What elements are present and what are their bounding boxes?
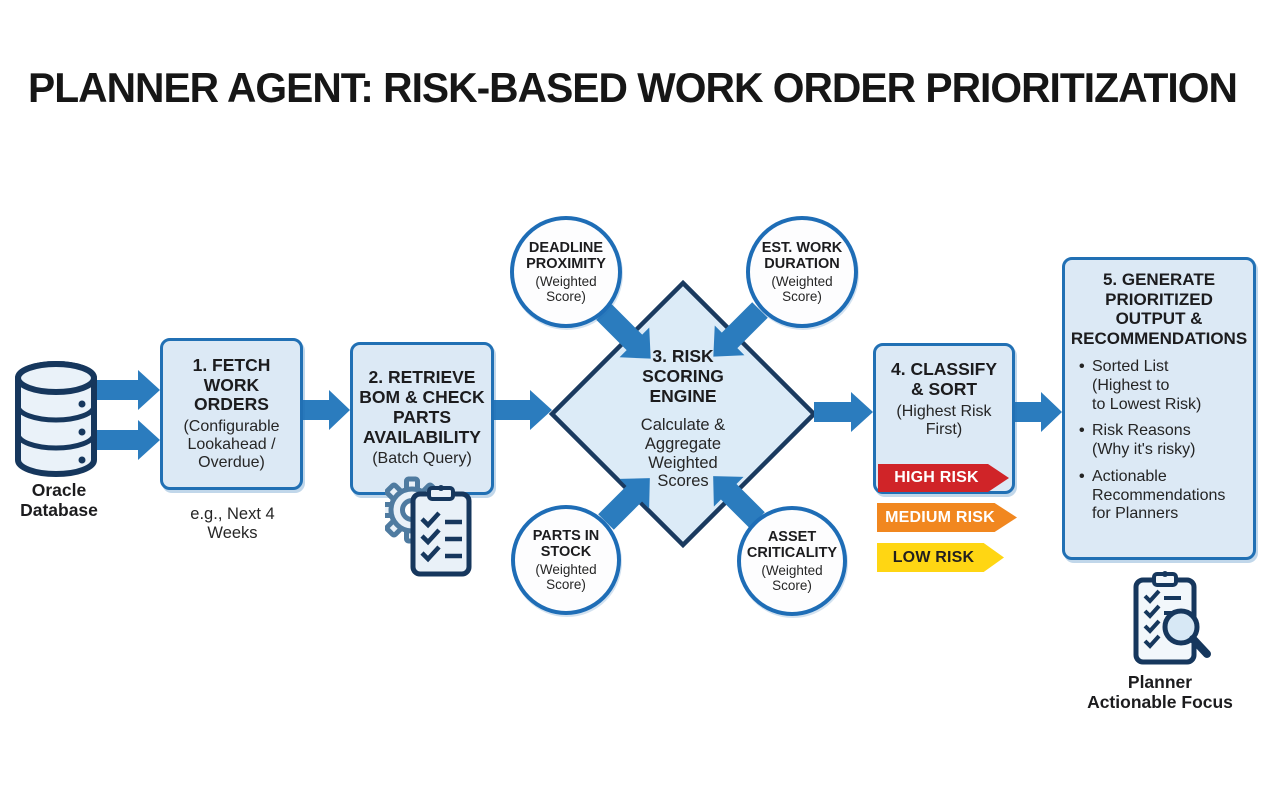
step1-box: 1. FETCH WORK ORDERS (Configurable Looka… [160,338,303,490]
clipboard-magnifier-icon [1120,566,1220,676]
factor-deadline-proximity: DEADLINE PROXIMITY (Weighted Score) [510,216,622,328]
factor-est-work-duration: EST. WORK DURATION (Weighted Score) [746,216,858,328]
step5-box: 5. GENERATE PRIORITIZED OUTPUT & RECOMME… [1062,257,1256,560]
database-label: Oracle Database [20,480,98,521]
low-risk-label: LOW RISK [892,548,975,566]
low-risk-ribbon: LOW RISK [877,543,1004,572]
arrow-step4-to-step5 [1015,392,1062,432]
step5-bullet-list: Sorted List (Highest to to Lowest Risk) … [1073,358,1245,532]
arrow-parts-to-engine [598,478,650,530]
factor-parts-title: PARTS IN STOCK [532,528,600,561]
factor-asset-criticality: ASSET CRITICALITY (Weighted Score) [737,506,847,616]
risk-scoring-diamond [548,279,818,549]
medium-risk-ribbon: MEDIUM RISK [877,503,1017,532]
arrow-step1-to-step2 [303,390,350,430]
medium-risk-label: MEDIUM RISK [885,508,995,526]
planner-focus-label: Planner Actionable Focus [1087,672,1233,713]
step4-title: 4. CLASSIFY & SORT [891,359,997,399]
factor-asset-title: ASSET CRITICALITY [746,529,838,562]
high-risk-label: HIGH RISK [894,469,979,486]
step1-note: e.g., Next 4 Weeks [190,505,275,542]
step5-bullet-recommendations: Actionable Recommendations for Planners [1079,468,1245,524]
arrow-duration-to-engine [713,302,768,357]
step3-subtitle: Calculate & Aggregate Weighted Scores [640,416,726,491]
step4-subtitle: (Highest Risk First) [896,402,992,438]
gear-checklist-icon [378,468,477,585]
factor-parts-in-stock: PARTS IN STOCK (Weighted Score) [511,505,621,615]
step1-subtitle: (Configurable Lookahead / Overdue) [183,418,280,472]
arrow-step3-to-step4 [814,392,873,432]
step3-label: 3. RISK SCORING ENGINE Calculate & Aggre… [595,330,771,508]
step3-title: 3. RISK SCORING ENGINE [642,346,724,406]
arrow-deadline-to-engine [596,304,651,359]
step2-box: 2. RETRIEVE BOM & CHECK PARTS AVAILABILI… [350,342,494,495]
factor-deadline-title: DEADLINE PROXIMITY [526,240,606,273]
factor-parts-subtitle: (Weighted Score) [535,561,597,592]
arrow-db-to-step1-bottom [95,420,160,460]
arrow-step2-to-step3 [494,390,552,430]
step5-bullet-risk-reasons: Risk Reasons (Why it's risky) [1079,422,1245,459]
factor-deadline-subtitle: (Weighted Score) [535,273,597,304]
step5-title: 5. GENERATE PRIORITIZED OUTPUT & RECOMME… [1070,270,1248,348]
step2-subtitle: (Batch Query) [372,450,472,468]
page-title: PLANNER AGENT: RISK-BASED WORK ORDER PRI… [28,64,1238,111]
database-cylinder-icon [8,356,104,487]
step5-bullet-sorted-list: Sorted List (Highest to to Lowest Risk) [1079,358,1245,414]
factor-duration-subtitle: (Weighted Score) [771,273,833,304]
factor-asset-subtitle: (Weighted Score) [761,562,823,593]
step2-title: 2. RETRIEVE BOM & CHECK PARTS AVAILABILI… [359,367,485,447]
step1-title: 1. FETCH WORK ORDERS [192,354,271,415]
factor-duration-title: EST. WORK DURATION [761,240,843,273]
arrow-db-to-step1-top [95,370,160,410]
arrow-asset-to-engine [713,476,765,528]
high-risk-ribbon: HIGH RISK [878,464,1009,492]
